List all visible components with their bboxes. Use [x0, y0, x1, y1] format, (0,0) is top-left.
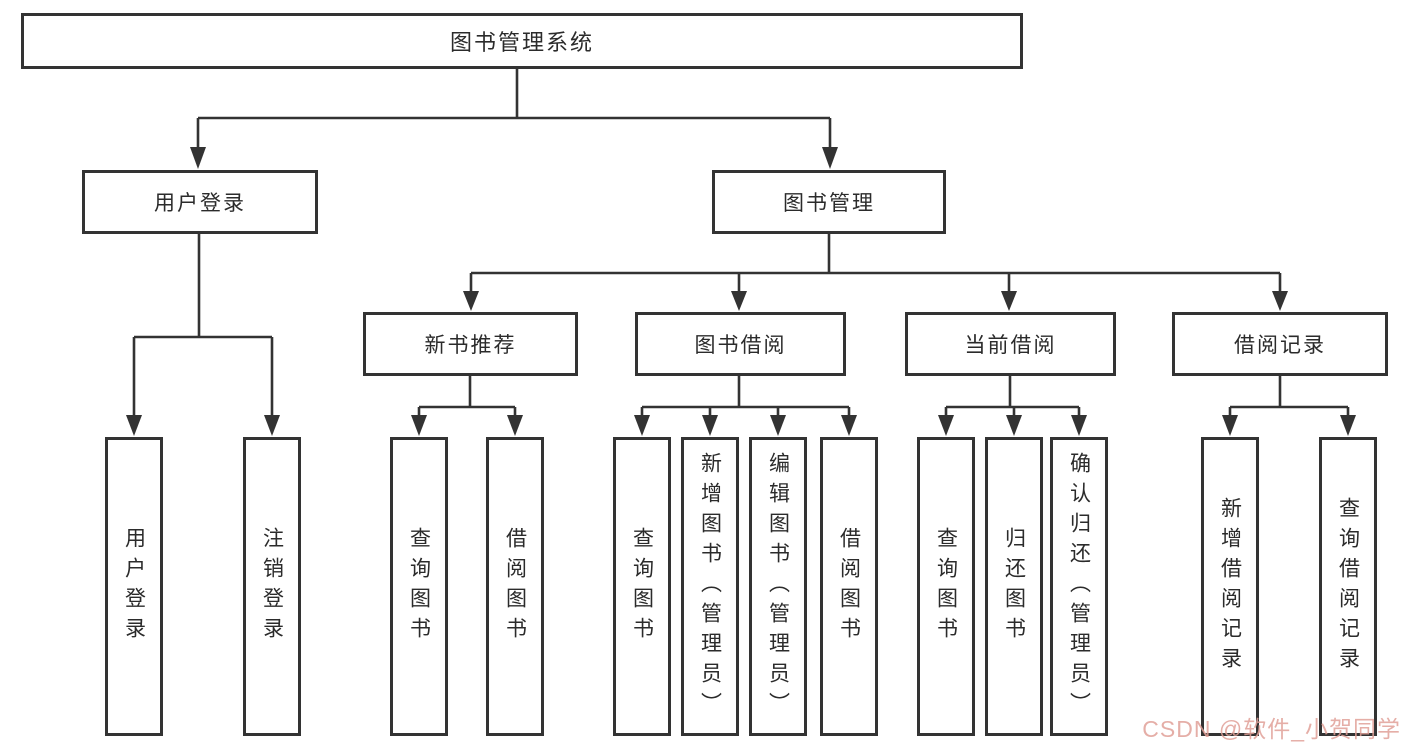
node-label: 查询图书 — [407, 526, 431, 647]
node-new-book-recommend: 新书推荐 — [363, 312, 578, 376]
node-system-root: 图书管理系统 — [21, 13, 1023, 69]
node-label: 图书借阅 — [694, 334, 787, 357]
node-label: 注销登录 — [260, 526, 284, 647]
node-leaf-edit-book-admin: 编辑图书（管理员） — [749, 437, 807, 736]
node-label: 当前借阅 — [964, 334, 1057, 357]
node-label: 图书管理 — [783, 192, 875, 215]
node-leaf-query-book-1: 查询图书 — [390, 437, 448, 736]
node-leaf-logout: 注销登录 — [243, 437, 301, 736]
node-user-login: 用户登录 — [82, 170, 318, 234]
node-current-borrow: 当前借阅 — [905, 312, 1116, 376]
node-leaf-add-borrow-record: 新增借阅记录 — [1201, 437, 1259, 736]
node-label: 用户登录 — [154, 192, 246, 215]
node-label: 查询借阅记录 — [1336, 496, 1360, 677]
watermark: CSDN @软件_小贺同学 — [1142, 716, 1401, 742]
node-leaf-borrow-book-1: 借阅图书 — [486, 437, 544, 736]
node-leaf-user-login: 用户登录 — [105, 437, 163, 736]
node-leaf-add-book-admin: 新增图书（管理员） — [681, 437, 739, 736]
node-label: 新增借阅记录 — [1218, 496, 1242, 677]
node-label: 用户登录 — [122, 526, 146, 647]
node-label: 新书推荐 — [424, 334, 517, 357]
node-borrow-record: 借阅记录 — [1172, 312, 1388, 376]
node-leaf-query-borrow-record: 查询借阅记录 — [1319, 437, 1377, 736]
node-label: 确认归还（管理员） — [1067, 451, 1091, 722]
node-leaf-query-book-3: 查询图书 — [917, 437, 975, 736]
node-label: 归还图书 — [1002, 526, 1026, 647]
node-label: 查询图书 — [934, 526, 958, 647]
node-book-borrow: 图书借阅 — [635, 312, 846, 376]
node-leaf-return-book: 归还图书 — [985, 437, 1043, 736]
node-label: 借阅记录 — [1234, 334, 1326, 357]
node-label: 查询图书 — [630, 526, 654, 647]
node-label: 图书管理系统 — [449, 30, 594, 55]
node-label: 编辑图书（管理员） — [766, 451, 790, 722]
node-label: 借阅图书 — [837, 526, 861, 647]
node-leaf-confirm-return-admin: 确认归还（管理员） — [1050, 437, 1108, 736]
node-leaf-query-book-2: 查询图书 — [613, 437, 671, 736]
node-label: 新增图书（管理员） — [698, 451, 722, 722]
node-leaf-borrow-book-2: 借阅图书 — [820, 437, 878, 736]
node-label: 借阅图书 — [503, 526, 527, 647]
node-book-management: 图书管理 — [712, 170, 946, 234]
